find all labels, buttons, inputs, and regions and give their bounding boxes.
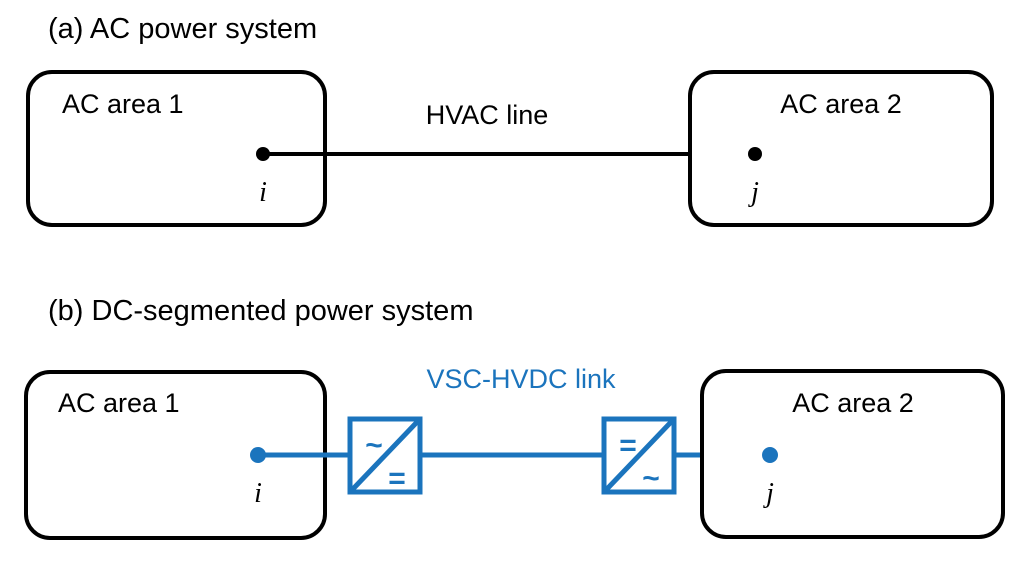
panel-b-area1-label: AC area 1	[58, 388, 180, 418]
converter-inverter: = ~	[601, 416, 677, 495]
panel-a-area1-label: AC area 1	[62, 89, 184, 119]
converter-rectifier-dc-symbol: =	[388, 462, 406, 495]
converter-rectifier-ac-symbol: ~	[365, 429, 383, 462]
panel-b-area2-box	[700, 369, 1005, 539]
panel-a-title: (a) AC power system	[48, 13, 317, 45]
converter-rectifier-diagonal	[350, 419, 420, 492]
panel-b-node-j-dot	[762, 447, 778, 463]
panel-a: (a) AC power system AC area 1 HVAC line …	[26, 13, 994, 227]
panel-a-connection-label: HVAC line	[426, 100, 549, 130]
panel-b: (b) DC-segmented power system AC area 1 …	[24, 295, 1005, 540]
converter-inverter-diagonal	[604, 419, 674, 492]
panel-b-node-j-label: j	[763, 478, 774, 509]
panel-a-node-i-label: i	[259, 177, 267, 208]
converter-rectifier: ~ =	[347, 416, 423, 495]
panel-b-node-i-label: i	[254, 478, 262, 509]
panel-b-title: (b) DC-segmented power system	[48, 295, 473, 327]
converter-inverter-ac-symbol: ~	[642, 462, 660, 495]
panel-a-area1-box	[26, 70, 327, 227]
panel-a-area2-box	[688, 70, 994, 227]
panel-a-node-i-dot	[256, 147, 270, 161]
panel-a-area2-label: AC area 2	[780, 89, 902, 119]
converter-inverter-dc-symbol: =	[619, 429, 637, 462]
panel-a-node-j-dot	[748, 147, 762, 161]
panel-a-node-j-label: j	[748, 177, 759, 208]
panel-b-area2-label: AC area 2	[792, 388, 914, 418]
panel-b-connection-label: VSC-HVDC link	[426, 364, 616, 394]
panel-b-node-i-dot	[250, 447, 266, 463]
